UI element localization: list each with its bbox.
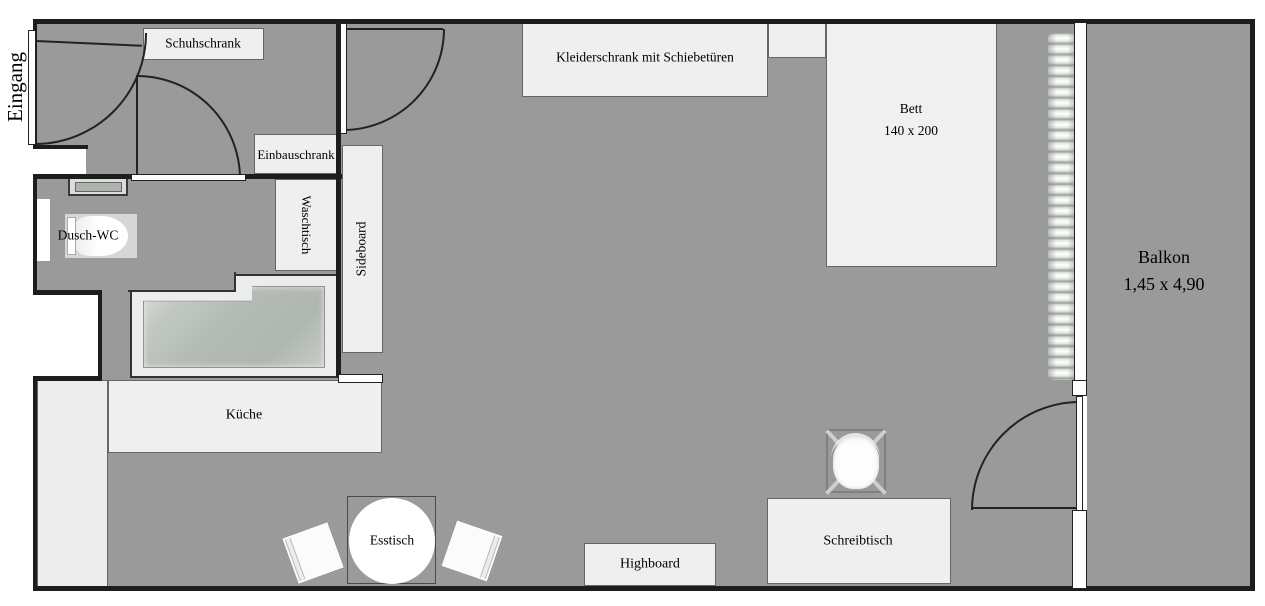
shower-wc-unit: [64, 213, 138, 259]
tall-cabinet: [37, 380, 108, 587]
wall-right: [1250, 19, 1255, 591]
label-desk: Schreibtisch: [823, 533, 893, 549]
wall-bath-bottom: [33, 290, 102, 295]
label-shoe-cabinet: Schuhschrank: [165, 35, 241, 51]
label-bed-name: Bett: [899, 101, 923, 116]
wall-bath-top-right: [244, 174, 342, 179]
balcony-floor: [1087, 22, 1253, 589]
label-wardrobe: Kleiderschrank mit Schiebetüren: [556, 49, 734, 65]
shower-tray-notch: [128, 272, 236, 292]
exterior-notch-entrance: [33, 149, 86, 174]
wall-left-middle: [33, 174, 37, 295]
wall-bottom: [33, 586, 1255, 591]
label-washstand: Waschtisch: [299, 195, 315, 255]
kitchen-threshold: [338, 374, 383, 383]
label-bed-size: 140 x 200: [884, 123, 938, 138]
washstand: [275, 179, 337, 271]
wall-left-lower: [33, 376, 37, 591]
label-sideboard: Sideboard: [353, 221, 369, 277]
wall-top: [33, 19, 1255, 24]
balcony-door-leaf: [1076, 396, 1083, 511]
label-bed: Bett 140 x 200: [884, 98, 938, 142]
chair-seat: [833, 437, 879, 489]
desk: [767, 498, 951, 584]
wall-step-right: [98, 290, 102, 380]
label-built-in-closet: Einbauschrank: [257, 146, 335, 162]
wardrobe: [522, 23, 768, 97]
shoe-cabinet: [143, 28, 264, 60]
room-door-opening: [340, 23, 347, 134]
bed: [826, 22, 997, 267]
wall-hall-divider: [336, 19, 341, 377]
label-highboard: Highboard: [620, 556, 680, 572]
chair-backrest: [831, 433, 880, 458]
sideboard: [342, 145, 383, 353]
radiator: [1048, 33, 1076, 380]
wall-entrance-notch: [33, 145, 88, 149]
desk-chair: [825, 429, 887, 495]
entrance-door-opening: [28, 30, 36, 145]
balcony-window-lower: [1072, 510, 1087, 589]
wc-bowl: [74, 216, 128, 256]
label-dining-table: Esstisch: [369, 532, 415, 548]
washbasin-bowl: [75, 182, 122, 192]
label-kitchen: Küche: [225, 407, 263, 423]
wall-bath-top-left: [33, 174, 133, 179]
hall-door-threshold: [131, 174, 246, 181]
wall-step-bottom: [33, 376, 102, 381]
wc-tank: [67, 217, 76, 255]
kitchen-counter: [108, 380, 382, 453]
label-shower-wc: Dusch-WC: [57, 227, 119, 243]
exterior-notch-left: [33, 295, 98, 376]
washbasin: [68, 176, 128, 196]
bath-shelf: [36, 198, 51, 262]
balcony-window-upper: [1074, 23, 1087, 380]
nightstand: [768, 23, 826, 58]
label-balcony: Balkon 1,45 x 4,90: [1124, 244, 1205, 298]
label-balcony-size: 1,45 x 4,90: [1123, 274, 1205, 294]
highboard: [584, 543, 716, 586]
built-in-closet: [254, 134, 338, 174]
balcony-door-post: [1072, 380, 1087, 396]
label-balcony-name: Balkon: [1138, 247, 1190, 267]
label-entrance: Eingang: [2, 52, 27, 122]
dining-table-top: [349, 498, 435, 584]
